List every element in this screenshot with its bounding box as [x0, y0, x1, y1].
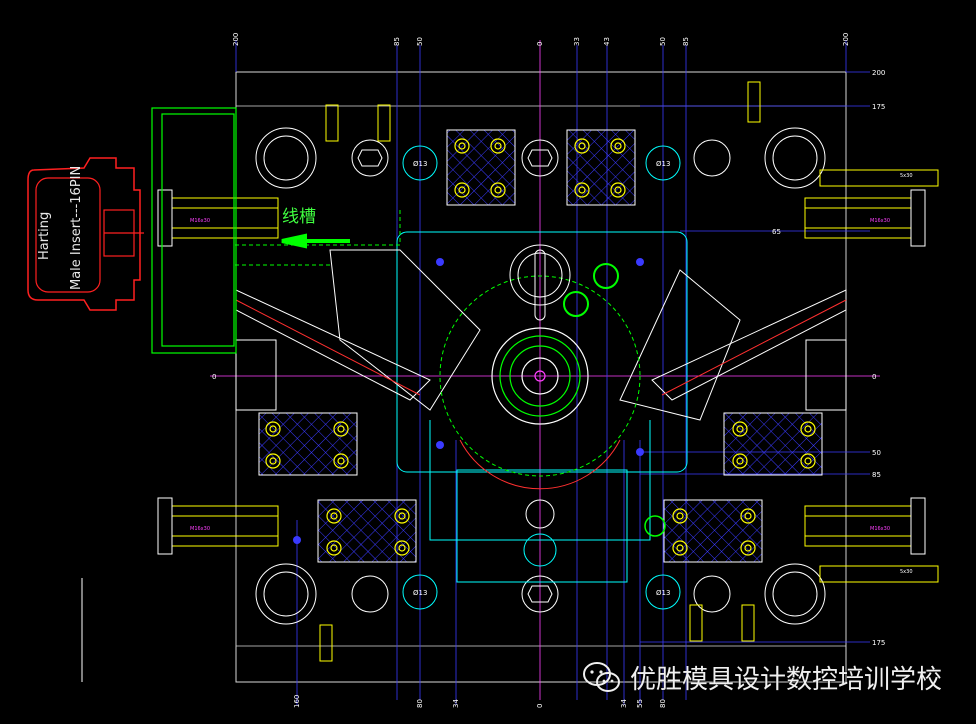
svg-text:34: 34 — [452, 699, 460, 708]
molded-part — [491, 327, 589, 425]
left-dimension-label: 0 — [212, 373, 216, 381]
svg-text:85: 85 — [682, 37, 690, 46]
return-pins — [351, 139, 731, 613]
svg-text:34: 34 — [620, 699, 628, 708]
svg-text:Ø13: Ø13 — [413, 160, 427, 168]
ejector-pins — [402, 145, 681, 610]
red-arc — [459, 439, 621, 490]
watermark-text: 优胜模具设计数控培训学校 — [629, 665, 942, 695]
gears — [563, 263, 666, 537]
connector-brand: Harting — [37, 212, 52, 260]
harting-connector: Harting Male Insert---16PIN — [27, 157, 144, 311]
svg-text:50: 50 — [416, 37, 424, 46]
vertical-screws — [319, 81, 761, 662]
slider-red-lines — [235, 299, 847, 396]
location-markers — [293, 258, 644, 544]
svg-text:80: 80 — [416, 699, 424, 708]
svg-text:175: 175 — [872, 639, 885, 647]
wire-channel-callout: 线槽 — [282, 207, 316, 227]
svg-text:33: 33 — [573, 37, 581, 46]
svg-text:43: 43 — [603, 37, 611, 46]
slide-core-plate — [396, 231, 688, 583]
svg-text:50: 50 — [659, 37, 667, 46]
mold-outline — [235, 71, 847, 683]
guide-bushings — [255, 127, 826, 625]
top-dimension-labels: 200 85 50 0 33 43 50 85 200 — [232, 33, 850, 46]
svg-text:0: 0 — [872, 373, 876, 381]
screw-labels: 5x30 5x30 — [900, 173, 913, 575]
watermark: 优胜模具设计数控培训学校 — [582, 659, 942, 696]
svg-text:55: 55 — [636, 699, 644, 708]
side-bolt-heads — [157, 189, 926, 555]
part-outline-green — [235, 210, 641, 477]
ejector-pin-labels: Ø13 Ø13 Ø13 Ø13 — [413, 160, 670, 597]
svg-text:200: 200 — [872, 69, 885, 77]
connector-desc: Male Insert---16PIN — [69, 166, 84, 290]
svg-text:Ø13: Ø13 — [656, 589, 670, 597]
bottom-dimension-labels: 160 80 34 0 34 55 80 — [293, 695, 667, 708]
svg-text:Ø13: Ø13 — [413, 589, 427, 597]
angled-sliders — [235, 249, 847, 421]
svg-text:80: 80 — [659, 699, 667, 708]
svg-text:200: 200 — [232, 33, 240, 46]
svg-text:50: 50 — [872, 449, 881, 457]
svg-text:85: 85 — [872, 471, 881, 479]
locking-blocks — [258, 129, 823, 563]
svg-text:Ø13: Ø13 — [656, 160, 670, 168]
svg-text:5x30: 5x30 — [900, 569, 913, 575]
upper-gear — [509, 244, 571, 321]
socket-head-screws — [265, 138, 816, 556]
svg-text:M16x30: M16x30 — [190, 526, 210, 532]
svg-text:0: 0 — [536, 42, 544, 46]
svg-text:M16x30: M16x30 — [190, 218, 210, 224]
svg-text:85: 85 — [393, 37, 401, 46]
side-bolt-labels: M16x30 M16x30 M16x30 M16x30 — [190, 218, 890, 532]
svg-text:160: 160 — [293, 695, 301, 708]
wechat-icon — [582, 661, 620, 692]
svg-text:M16x30: M16x30 — [870, 526, 890, 532]
svg-text:5x30: 5x30 — [900, 173, 913, 179]
svg-text:0: 0 — [536, 704, 544, 708]
channel-arrow — [281, 233, 350, 249]
wire-channel — [151, 107, 237, 354]
svg-text:200: 200 — [842, 33, 850, 46]
svg-text:65: 65 — [772, 228, 781, 236]
right-dimension-labels: 200 175 65 0 50 85 175 — [772, 69, 885, 647]
svg-text:175: 175 — [872, 103, 885, 111]
svg-text:M16x30: M16x30 — [870, 218, 890, 224]
